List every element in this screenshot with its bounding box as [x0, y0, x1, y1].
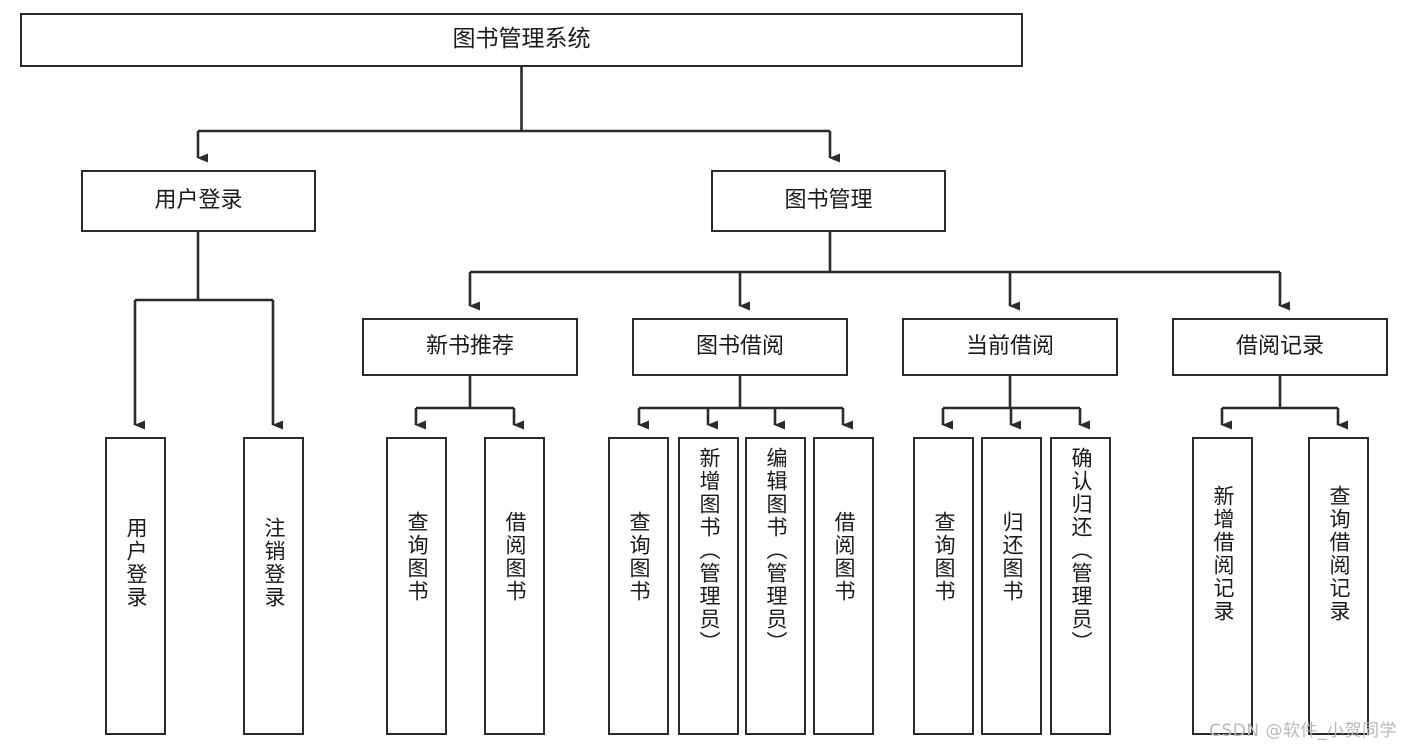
- node-label: 确认归还（管理员）: [1069, 447, 1093, 654]
- node-label: 借阅图书: [503, 511, 527, 603]
- node-label: 新增借阅记录: [1211, 485, 1235, 623]
- node-label: 查询图书: [627, 511, 651, 603]
- node-label: 借阅图书: [832, 511, 856, 603]
- leaf-user-login[interactable]: 用户登录: [105, 437, 166, 735]
- node-label: 编辑图书（管理员）: [764, 447, 788, 654]
- node-label: 查询图书: [405, 511, 429, 603]
- leaf-borrow-book[interactable]: 借阅图书: [813, 437, 874, 735]
- leaf-new-book-borrow[interactable]: 借阅图书: [484, 437, 545, 735]
- leaf-edit-book-admin[interactable]: 编辑图书（管理员）: [745, 437, 806, 735]
- node-label: 用户登录: [124, 517, 148, 609]
- node-label: 新增图书（管理员）: [697, 447, 721, 654]
- leaf-new-book-query[interactable]: 查询图书: [386, 437, 447, 735]
- leaf-borrow-query-book[interactable]: 查询图书: [608, 437, 669, 735]
- node-user-login[interactable]: 用户登录: [81, 170, 316, 232]
- node-label: 用户登录: [154, 188, 243, 214]
- node-label: 当前借阅: [965, 334, 1054, 360]
- leaf-current-query-book[interactable]: 查询图书: [913, 437, 974, 735]
- node-book-management[interactable]: 图书管理: [711, 170, 946, 232]
- leaf-query-borrow-record[interactable]: 查询借阅记录: [1308, 437, 1369, 735]
- leaf-logout[interactable]: 注销登录: [243, 437, 304, 735]
- leaf-return-book[interactable]: 归还图书: [981, 437, 1042, 735]
- node-label: 查询借阅记录: [1327, 485, 1351, 623]
- node-book-borrow[interactable]: 图书借阅: [632, 318, 848, 376]
- node-label: 注销登录: [262, 517, 286, 609]
- node-borrow-records[interactable]: 借阅记录: [1172, 318, 1388, 376]
- leaf-confirm-return-admin[interactable]: 确认归还（管理员）: [1050, 437, 1111, 735]
- node-label: 新书推荐: [425, 334, 514, 360]
- node-label: 借阅记录: [1235, 334, 1324, 360]
- leaf-add-borrow-record[interactable]: 新增借阅记录: [1192, 437, 1253, 735]
- node-root-library-system[interactable]: 图书管理系统: [20, 13, 1023, 67]
- node-new-book-recommend[interactable]: 新书推荐: [362, 318, 578, 376]
- node-label: 图书管理系统: [452, 26, 591, 53]
- node-label: 归还图书: [1000, 511, 1024, 603]
- node-label: 图书借阅: [695, 334, 784, 360]
- node-label: 查询图书: [932, 511, 956, 603]
- node-label: 图书管理: [784, 188, 873, 214]
- leaf-add-book-admin[interactable]: 新增图书（管理员）: [678, 437, 739, 735]
- node-current-borrow[interactable]: 当前借阅: [902, 318, 1118, 376]
